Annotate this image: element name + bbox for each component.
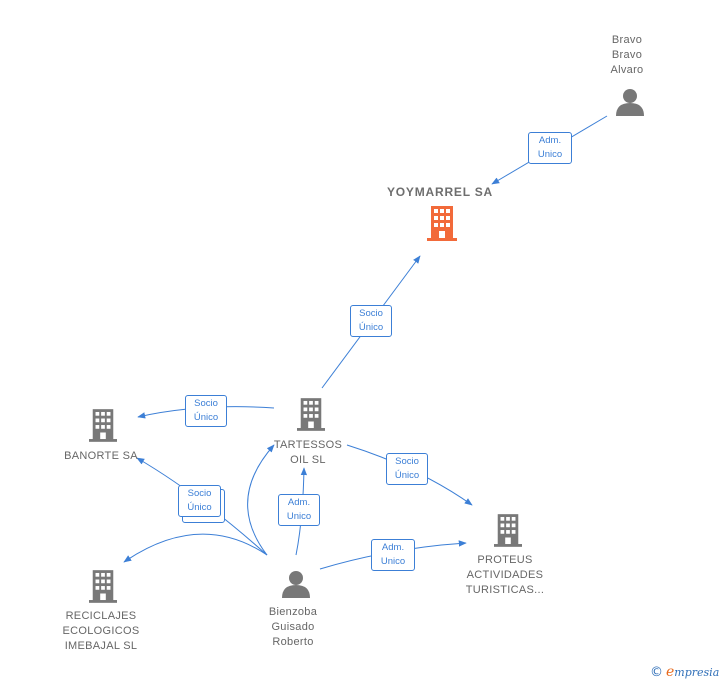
node-label-reciclajes[interactable]: RECICLAJES ECOLOGICOS IMEBAJAL SL xyxy=(62,610,140,652)
edge-bienzoba-reciclajes xyxy=(123,533,268,563)
node-label-bravo[interactable]: Bravo Bravo Alvaro xyxy=(610,34,644,76)
building-icon[interactable] xyxy=(297,398,325,431)
building-icon[interactable] xyxy=(89,409,117,442)
edge-label-bienzoba-proteus[interactable]: Adm. Unico xyxy=(371,539,415,571)
node-label-yoymarrel[interactable]: YOYMARREL SA xyxy=(386,185,494,199)
copyright-notice: ©empresia xyxy=(650,664,719,680)
brand-logo-initial: e xyxy=(666,664,675,680)
edge-label-tartessos-banorte[interactable]: Socio Único xyxy=(185,395,227,427)
building-icon[interactable] xyxy=(494,514,522,547)
building-icon[interactable] xyxy=(89,570,117,603)
brand-logo-text: mpresia xyxy=(674,666,720,679)
node-label-bienzoba[interactable]: Bienzoba Guisado Roberto xyxy=(268,606,318,648)
node-label-banorte[interactable]: BANORTE SA xyxy=(64,450,138,462)
edge-label-tartessos-main[interactable]: Socio Único xyxy=(350,305,392,337)
edge-label-bravo-main[interactable]: Adm. Unico xyxy=(528,132,572,164)
edge-label-bienzoba-tartessos[interactable]: Adm. Unico xyxy=(278,494,320,526)
node-label-tartessos[interactable]: TARTESSOS OIL SL xyxy=(273,439,343,466)
building-icon[interactable] xyxy=(427,206,457,241)
edge-label-tartessos-proteus[interactable]: Socio Único xyxy=(386,453,428,485)
edge-bienzoba-tartessos-oil xyxy=(247,444,275,556)
edge-label-bienzoba-group[interactable]: Socio Único xyxy=(178,485,221,517)
copyright-icon: © xyxy=(650,665,663,680)
node-label-proteus[interactable]: PROTEUS ACTIVIDADES TURISTICAS... xyxy=(465,554,545,596)
person-icon[interactable] xyxy=(281,570,311,598)
person-icon[interactable] xyxy=(615,88,645,116)
